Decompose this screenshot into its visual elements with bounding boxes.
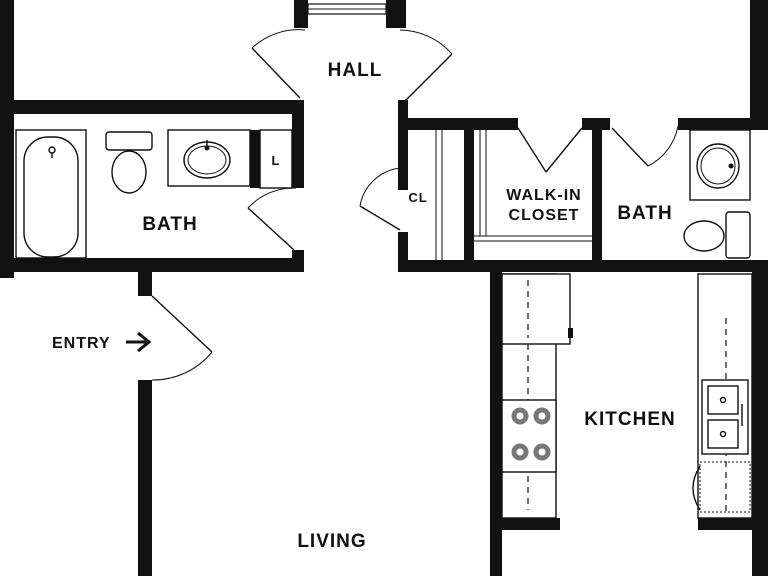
wall-kitchen-left [490,272,502,576]
bathtub [15,129,87,259]
room-label-walk-in-line2: CLOSET [509,207,580,224]
toilet-left [105,131,153,194]
room-label-kitchen: KITCHEN [584,409,675,430]
wall-bedroom-bottom [0,100,304,114]
door-bath-left[interactable] [247,187,297,251]
refrigerator [501,273,573,345]
sink-left [167,129,251,187]
wall-cl-left-lower [398,232,408,272]
sink-right [689,129,751,201]
wall-bath-right-lower [292,250,304,272]
wall-left-outer [0,0,14,278]
wall-cl-left [398,100,408,190]
door-walkin[interactable] [517,127,583,173]
arrow-right-icon [126,331,152,353]
wall-walkin-right [592,118,602,272]
door-bath-right[interactable] [611,125,679,167]
room-label-walk-in-line1: WALK-IN [506,187,581,204]
window-hall [307,3,387,15]
wall-bath-bottom [0,258,304,272]
door-closet-cl[interactable] [359,167,401,231]
room-label-bath-left: BATH [142,214,197,235]
toilet-right [683,211,751,259]
door-hall-right[interactable] [399,29,453,105]
room-label-hall: HALL [328,60,383,81]
room-label-living: LIVING [297,531,366,552]
door-hall-left[interactable] [251,29,306,99]
wall-walkin-left [464,118,474,272]
linen-closet [259,129,293,189]
wall-kitchen-counter-foot [502,518,560,530]
wall-linen-left [250,130,260,188]
wall-right-outer [750,0,768,130]
wall-entry-upper [138,272,152,296]
room-label-linen: L [272,153,281,168]
wall-kitchen-right [752,272,768,576]
kitchen-sink [701,379,749,455]
closet-shelving [435,130,592,260]
door-entry[interactable] [151,295,213,381]
room-label-closet: CL [408,190,427,205]
wall-entry-lower [138,380,152,576]
wall-hall-top-right [386,0,406,28]
room-label-entry: ENTRY [52,335,111,352]
wall-closet-top [398,118,518,130]
dishwasher [692,461,751,513]
wall-hall-top-left [294,0,308,28]
wall-bath-right-upper [292,100,304,188]
room-label-bath-right: BATH [617,203,672,224]
wall-closet-top-right [678,118,768,130]
wall-kitchen-right-foot [698,518,758,530]
range-stove [501,399,557,473]
wall-closet-bottom [398,260,768,272]
